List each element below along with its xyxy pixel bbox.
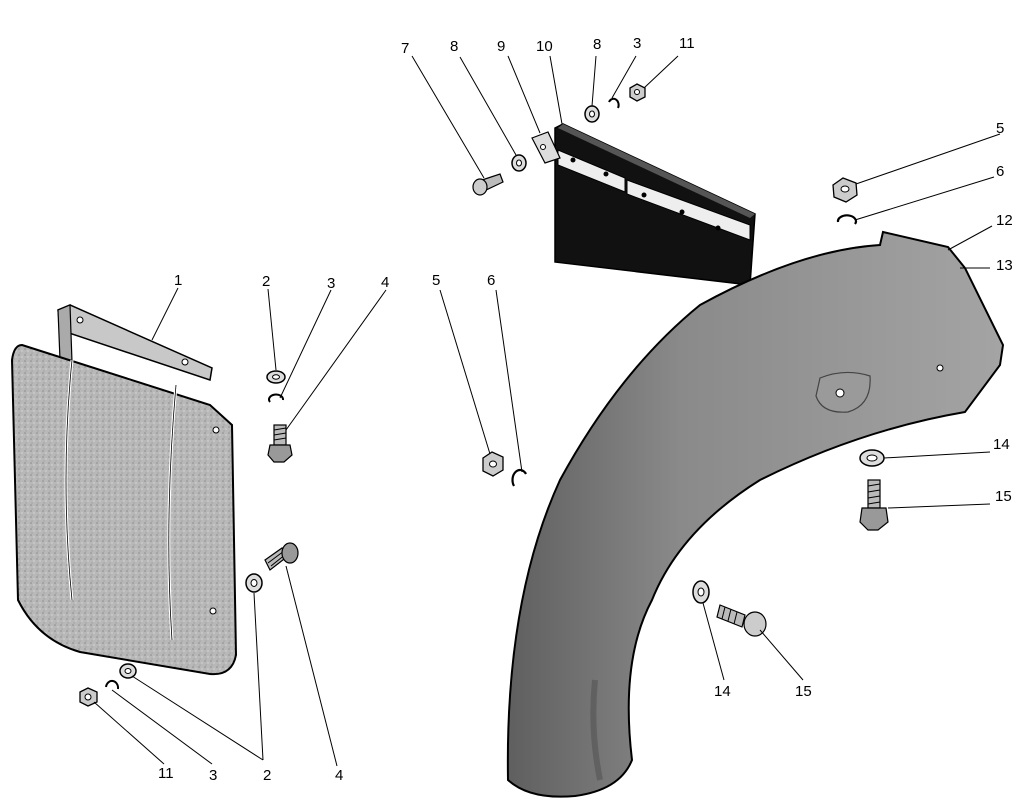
callout-2: 2: [263, 767, 271, 784]
washer-14-bottom: [692, 580, 710, 604]
callout-14: 14: [993, 436, 1010, 453]
mud-flap-rubber-left: [10, 304, 238, 676]
washer-8-left: [511, 154, 527, 172]
callout-15: 15: [795, 683, 812, 700]
callout-11: 11: [679, 35, 695, 52]
leader-lines: [93, 55, 1001, 767]
washer-2-bottom-right: [245, 573, 263, 593]
callout-2: 2: [262, 273, 270, 290]
rubber-flap-upper: [554, 123, 756, 286]
callout-1: 1: [174, 272, 182, 289]
callout-15: 15: [995, 488, 1012, 505]
nut-11-bottom: [79, 687, 98, 707]
nut-11-upper: [629, 83, 646, 102]
fender-wing: [506, 230, 1005, 798]
bolt-15-bottom: [716, 604, 767, 637]
washer-2-bottom-left: [119, 663, 137, 679]
nut-5-middle: [482, 451, 504, 477]
callout-4: 4: [335, 767, 343, 784]
washer-8-right: [584, 105, 600, 123]
callout-6: 6: [996, 163, 1004, 180]
callout-3: 3: [209, 767, 217, 784]
washer-14-right: [859, 449, 885, 467]
spring-washer-3-top: [268, 393, 284, 403]
spring-washer-6-middle: [511, 468, 527, 487]
callout-10: 10: [536, 38, 553, 55]
nut-5-right: [832, 177, 858, 203]
callout-6: 6: [487, 272, 495, 289]
bolt-15-right: [859, 479, 889, 531]
callout-5: 5: [996, 120, 1004, 137]
callout-9: 9: [497, 38, 505, 55]
spring-washer-3-upper: [608, 97, 620, 109]
callout-3: 3: [327, 275, 335, 292]
callout-13: 13: [996, 257, 1013, 274]
strip-9: [531, 131, 561, 164]
callout-3: 3: [633, 35, 641, 52]
callout-labels: 1 2 3 4 2 3 11 4 7 8 9 10 8 3 11 5 6 12 …: [158, 35, 1013, 784]
bolt-4-top: [267, 424, 293, 463]
washer-2-top: [266, 370, 286, 384]
callout-8: 8: [593, 36, 601, 53]
bolt-7: [472, 173, 504, 196]
spring-washer-6-right: [836, 214, 858, 225]
callout-11: 11: [158, 765, 174, 782]
callout-5: 5: [432, 272, 440, 289]
callout-14: 14: [714, 683, 731, 700]
callout-8: 8: [450, 38, 458, 55]
callout-7: 7: [401, 40, 409, 57]
callout-4: 4: [381, 274, 389, 291]
bolt-4-bottom: [264, 542, 299, 571]
spring-washer-3-bottom: [105, 679, 120, 690]
callout-12: 12: [996, 212, 1013, 229]
